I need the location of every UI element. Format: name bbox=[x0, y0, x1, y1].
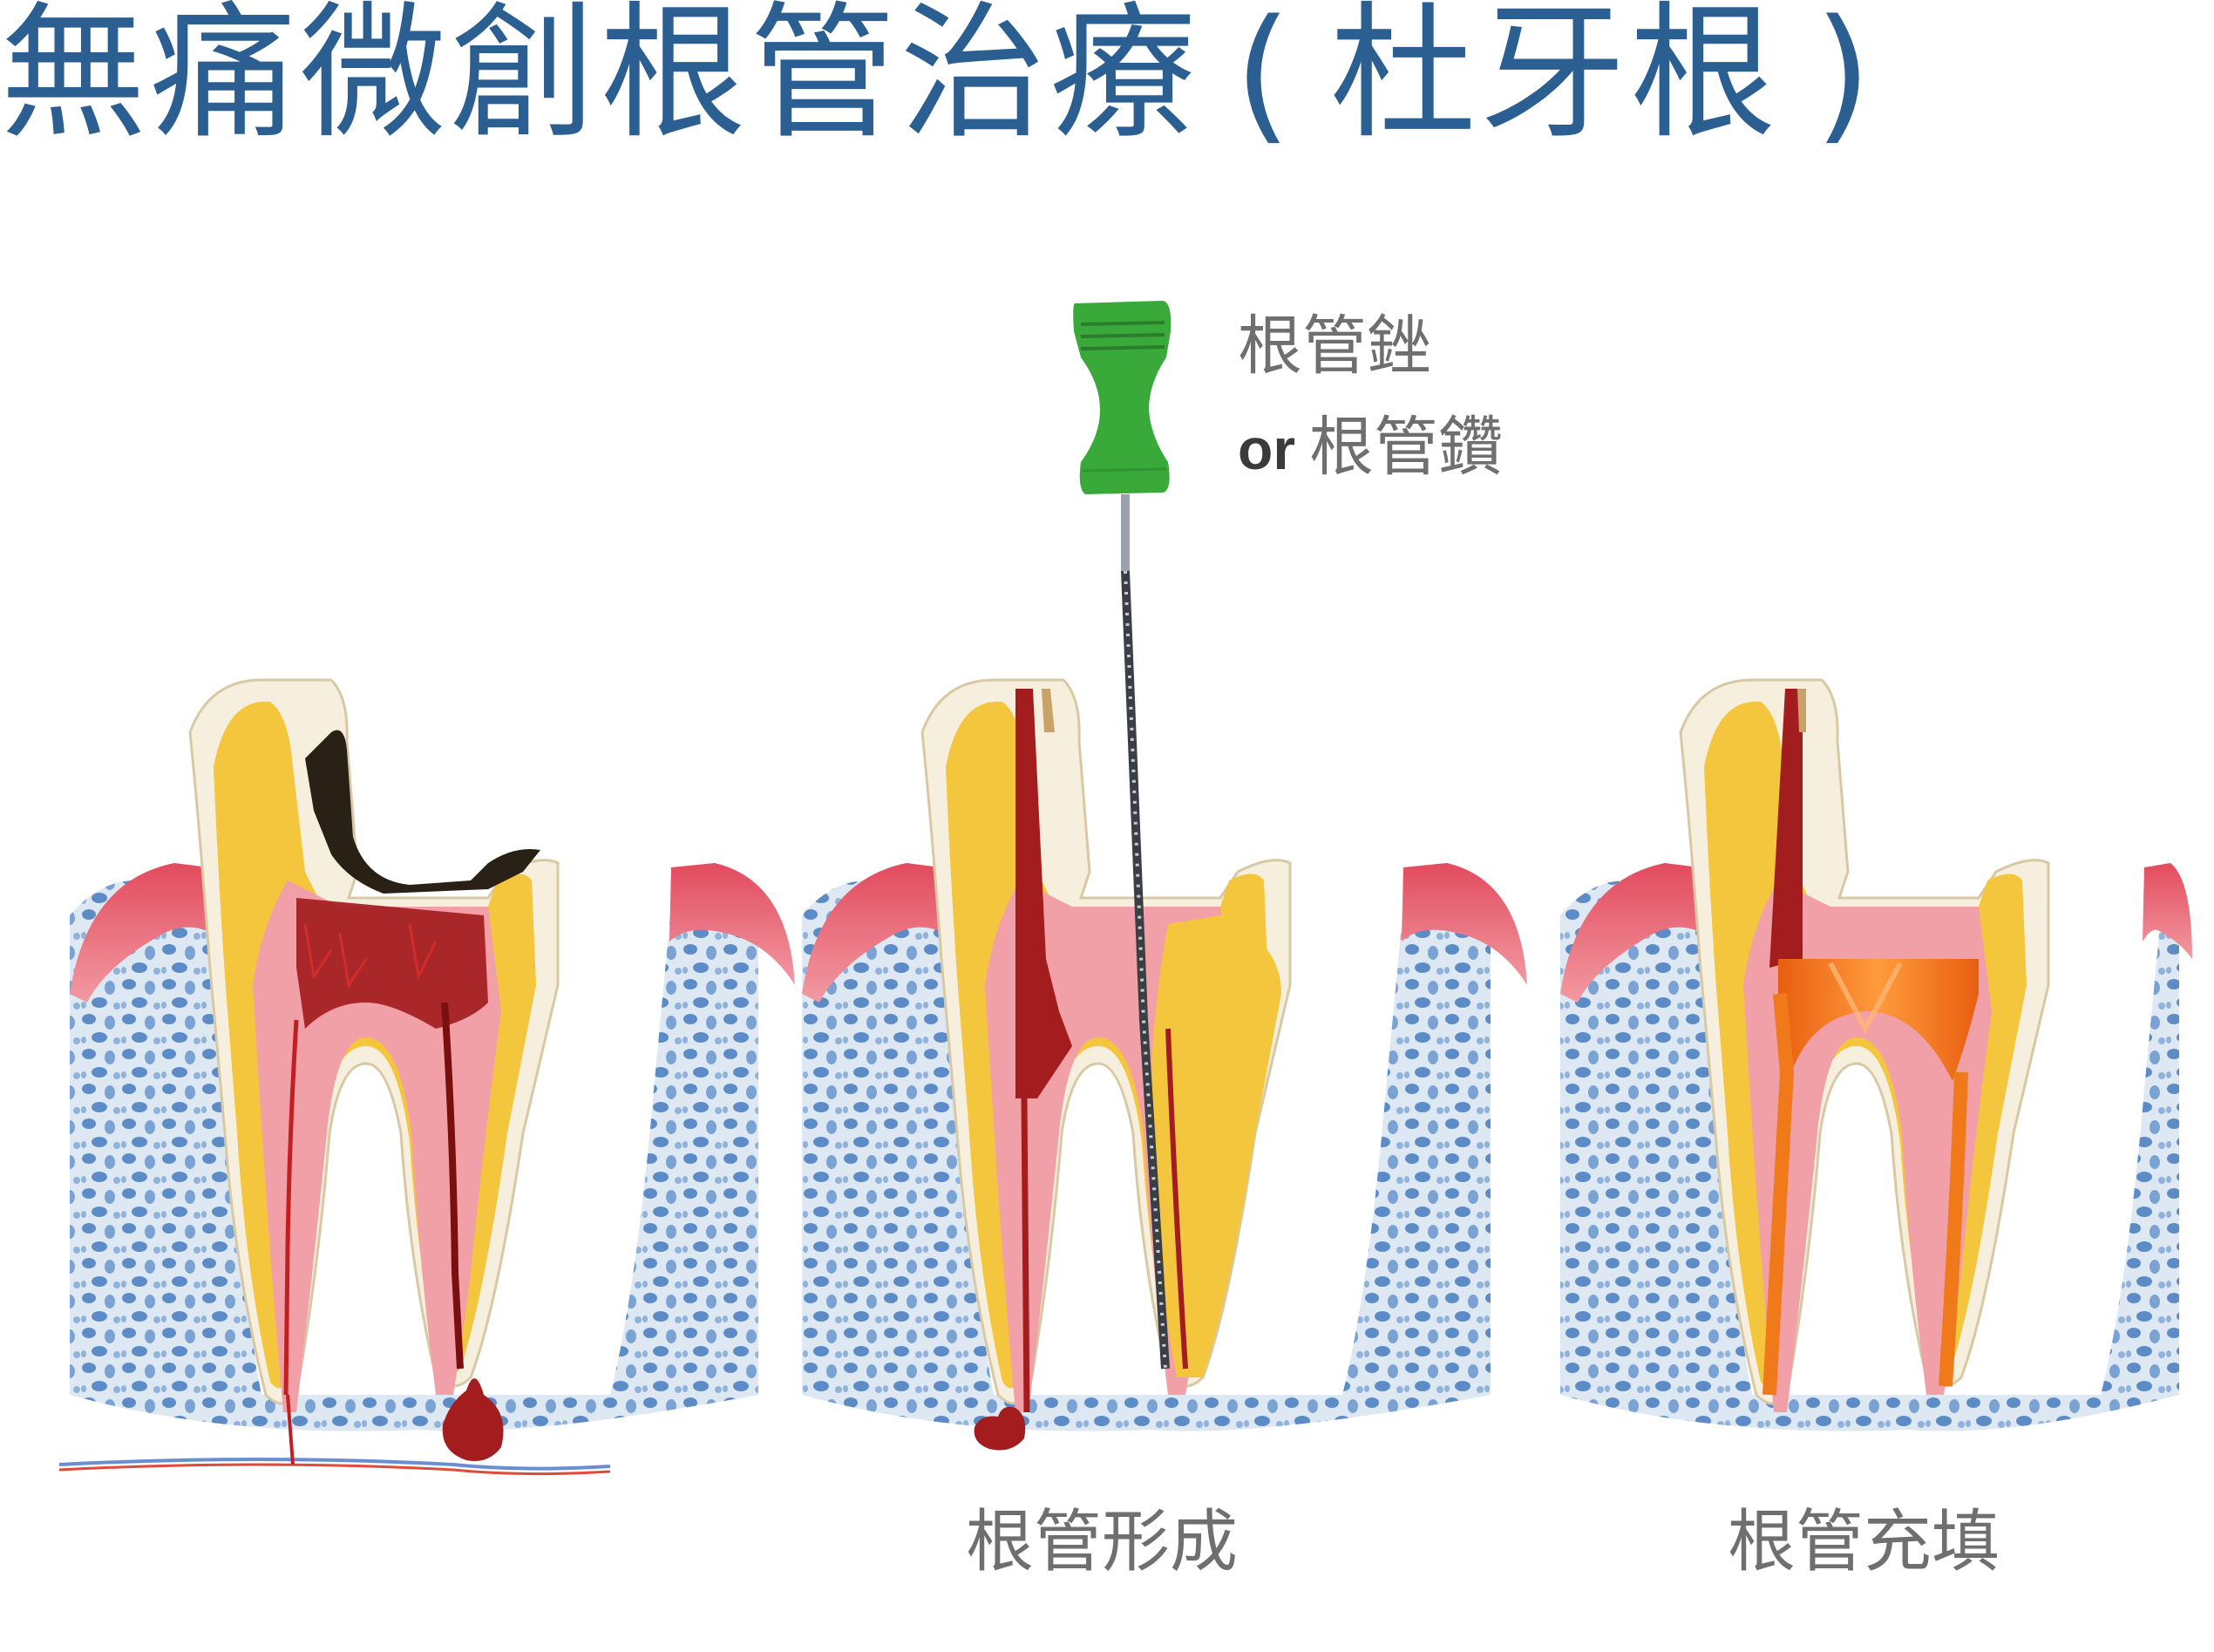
file-label: 根管銼 bbox=[1238, 309, 1431, 384]
caption-filling: 根管充填 bbox=[1728, 1503, 2000, 1581]
title-main: 無痛微創根管治療 bbox=[0, 0, 1199, 159]
gum-tissue bbox=[70, 863, 795, 1003]
or-word: or bbox=[1238, 417, 1295, 481]
page-title: 無痛微創根管治療(杜牙根) bbox=[0, 0, 1910, 146]
title-close-paren: ) bbox=[1814, 0, 1876, 159]
gum-tissue bbox=[802, 863, 1527, 1003]
nerve-lines bbox=[58, 1394, 611, 1476]
tooth-crown-root bbox=[920, 678, 1292, 1451]
tooth-crown-root bbox=[1679, 678, 2050, 1412]
title-open-paren: ( bbox=[1234, 0, 1295, 159]
bone-tissue bbox=[70, 880, 758, 1431]
gum-tissue bbox=[1560, 863, 2192, 1003]
bone-tissue bbox=[1560, 880, 2179, 1431]
panel-root-canal-shaping bbox=[802, 301, 1527, 1451]
drill-label: 根管鑽 bbox=[1309, 410, 1503, 485]
title-subtitle: 杜牙根 bbox=[1329, 0, 1780, 159]
tooth-crown-root bbox=[188, 678, 560, 1461]
caption-shaping: 根管形成 bbox=[966, 1503, 1239, 1581]
panel-infected-tooth bbox=[58, 678, 795, 1476]
endodontic-file bbox=[1073, 301, 1172, 1370]
panel-root-canal-filling bbox=[1560, 678, 2192, 1431]
bone-tissue bbox=[802, 880, 1491, 1431]
